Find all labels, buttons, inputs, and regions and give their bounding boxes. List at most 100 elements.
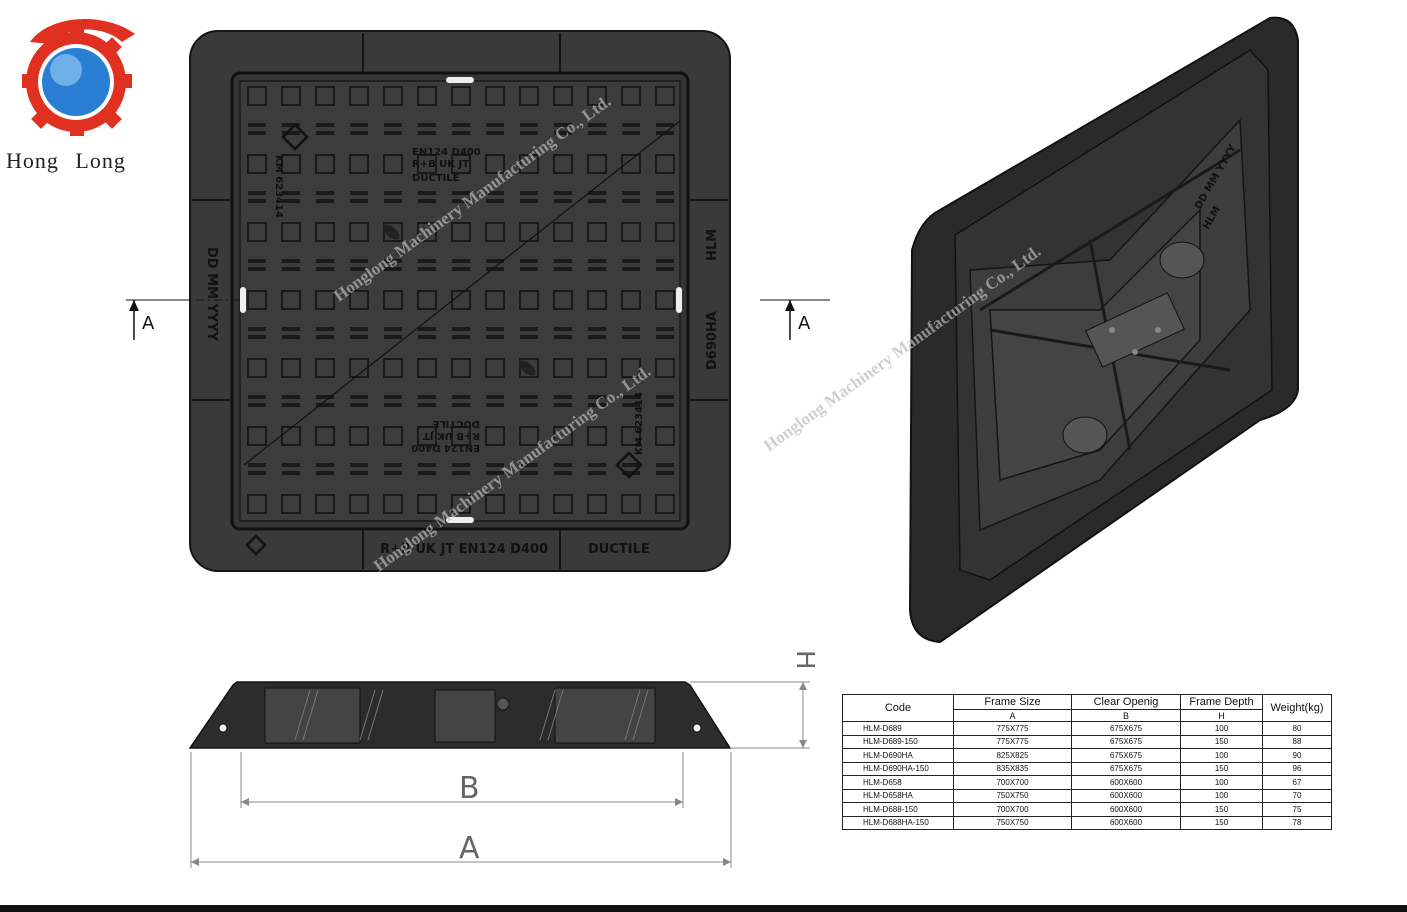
- grip-square: [417, 86, 437, 106]
- grip-square: [247, 494, 267, 514]
- grip-square: [587, 358, 607, 378]
- cover-text-rev-1: EN124 D400: [411, 442, 480, 453]
- table-cell: 100: [1180, 721, 1263, 736]
- grip-square: [281, 358, 301, 378]
- table-row: HLM-D658HA 750X750 600X600 100 70: [842, 788, 1332, 803]
- cover-section-view: H B A: [188, 650, 815, 868]
- grip-slot: [452, 123, 470, 127]
- table-cell: 96: [1262, 761, 1332, 776]
- grip-square: [281, 426, 301, 446]
- grip-slot: [622, 403, 640, 407]
- grip-slot: [554, 403, 572, 407]
- grip-square: [587, 86, 607, 106]
- grip-slot: [248, 403, 266, 407]
- table-cell: 600X600: [1071, 775, 1181, 790]
- grip-slot: [282, 259, 300, 263]
- grip-square: [587, 154, 607, 174]
- grip-slot: [316, 259, 334, 263]
- table-cell: 750X750: [953, 815, 1072, 830]
- grip-square: [315, 154, 335, 174]
- grip-square: [655, 86, 675, 106]
- grip-square: [587, 494, 607, 514]
- grip-square: [315, 222, 335, 242]
- grip-slot: [384, 471, 402, 475]
- table-row: HLM-D688-150 700X700 600X600 150 75: [842, 802, 1332, 817]
- grip-slot: [418, 327, 436, 331]
- grip-slot: [588, 259, 606, 263]
- grip-slot: [520, 267, 538, 271]
- grip-slot: [350, 199, 368, 203]
- grip-slot: [282, 335, 300, 339]
- grip-square: [485, 494, 505, 514]
- grip-slot: [520, 395, 538, 399]
- grip-slot: [282, 123, 300, 127]
- grip-slot: [520, 123, 538, 127]
- grip-slot: [486, 123, 504, 127]
- grip-square: [247, 222, 267, 242]
- grip-slot: [350, 259, 368, 263]
- brand-logo: [10, 12, 145, 137]
- grip-square: [417, 358, 437, 378]
- grip-slot: [452, 327, 470, 331]
- grip-square: [655, 222, 675, 242]
- grip-slot: [656, 123, 674, 127]
- grip-slot: [350, 395, 368, 399]
- table-cell: 825X825: [953, 748, 1072, 763]
- dim-label-b: B: [459, 771, 480, 806]
- grip-slot: [248, 471, 266, 475]
- grip-slot: [588, 191, 606, 195]
- table-cell: HLM-D658HA: [842, 788, 954, 803]
- grip-square: [485, 154, 505, 174]
- grip-square: [451, 494, 471, 514]
- grip-square: [349, 154, 369, 174]
- frame-bottom-text: R+B UK JT EN124 D400: [380, 542, 548, 557]
- grip-slot: [350, 131, 368, 135]
- grip-slot: [554, 335, 572, 339]
- table-cell: 78: [1262, 815, 1332, 830]
- grip-square: [417, 290, 437, 310]
- grip-slot: [418, 199, 436, 203]
- grip-slot: [588, 123, 606, 127]
- table-cell: 100: [1180, 775, 1263, 790]
- grip-slot: [554, 463, 572, 467]
- grip-square: [247, 86, 267, 106]
- grip-slot: [656, 463, 674, 467]
- grip-slot: [520, 327, 538, 331]
- grip-square: [417, 154, 437, 174]
- grip-slot: [282, 267, 300, 271]
- grip-slot: [554, 267, 572, 271]
- frame-model-text: D690HA: [705, 311, 720, 370]
- grip-slot: [452, 131, 470, 135]
- cover-isometric-view: DD MM YYYY HLM: [908, 16, 1299, 644]
- grip-square: [349, 290, 369, 310]
- table-cell: 750X750: [953, 788, 1072, 803]
- table-cell: HLM-D689-150: [842, 734, 954, 749]
- grip-square: [383, 358, 403, 378]
- table-row: HLM-D689 775X775 675X675 100 80: [842, 721, 1332, 736]
- grip-slot: [316, 199, 334, 203]
- grip-square: [383, 154, 403, 174]
- grip-slot: [316, 463, 334, 467]
- grip-slot: [622, 463, 640, 467]
- cover-text-2: R+B UK JT: [412, 159, 469, 170]
- grip-slot: [384, 395, 402, 399]
- grip-slot: [622, 267, 640, 271]
- grip-slot: [350, 267, 368, 271]
- grip-slot: [248, 267, 266, 271]
- grip-slot: [418, 259, 436, 263]
- grip-square: [417, 426, 437, 446]
- grip-slot: [486, 403, 504, 407]
- grip-slot: [418, 471, 436, 475]
- grip-square: [383, 86, 403, 106]
- grip-square: [383, 222, 403, 242]
- grip-slot: [452, 463, 470, 467]
- grip-square: [485, 86, 505, 106]
- grip-square: [553, 358, 573, 378]
- grip-slot: [248, 131, 266, 135]
- grip-slot: [656, 259, 674, 263]
- grip-slot: [350, 403, 368, 407]
- grip-slot: [316, 395, 334, 399]
- grip-square: [281, 222, 301, 242]
- grip-slot: [452, 259, 470, 263]
- cover-km-bottom: KM 623414: [634, 392, 645, 455]
